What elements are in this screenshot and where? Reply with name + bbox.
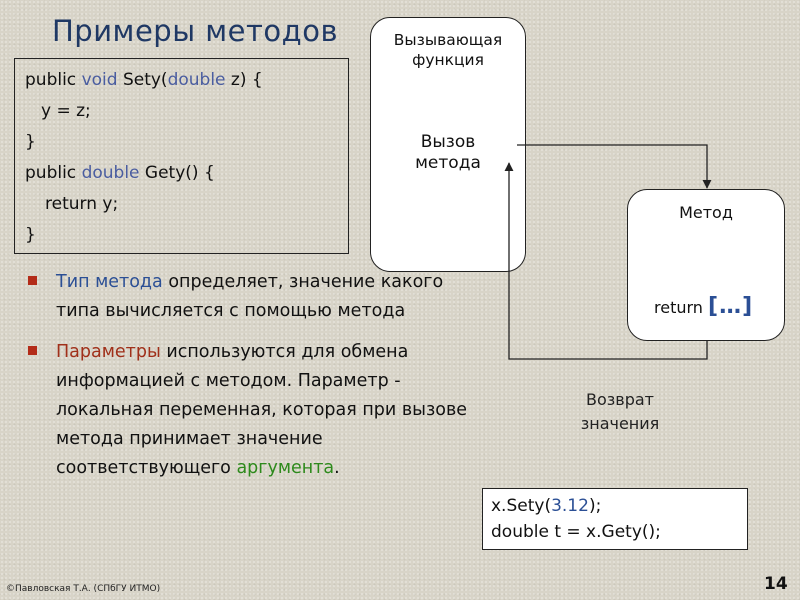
caller-title: Вызывающая функция [371, 30, 525, 70]
bullet-parameters: Параметры используются для обмена информ… [28, 338, 468, 483]
example-line-1: x.Sety(3.12); [491, 493, 747, 519]
bullet-highlight: Тип метода [56, 272, 163, 292]
code-text: Sety( [117, 70, 168, 90]
code-keyword: double [167, 70, 226, 90]
page-number: 14 [764, 574, 788, 594]
code-line-2: y = z; [41, 101, 91, 121]
bullet-marker-icon [28, 276, 37, 285]
return-value-label: Возврат значения [560, 388, 680, 436]
example-line-2: double t = x.Gety(); [491, 522, 661, 542]
return-label-line-2: значения [580, 414, 660, 433]
method-call-line-2: метода [415, 153, 481, 173]
code-text: z) { [225, 70, 263, 90]
footer-copyright: ©Павловская Т.А. (СПбГУ ИТМО) [6, 584, 161, 594]
example-text: x.Sety( [491, 496, 552, 516]
example-text: ); [588, 496, 602, 516]
example-code-box: x.Sety(3.12); double t = x.Gety(); [482, 488, 748, 550]
code-line-5: return y; [45, 194, 119, 214]
code-keyword: double [81, 163, 140, 183]
code-line-4: public double Gety() { [25, 158, 348, 189]
code-keyword: void [81, 70, 118, 90]
bullet-text: используются для обмена информацией с ме… [56, 342, 468, 478]
bullet-marker-icon [28, 346, 37, 355]
return-arrow [504, 162, 708, 360]
bullet-list: Тип метода определяет, значение какого т… [28, 268, 468, 483]
caller-title-line-1: Вызывающая [393, 31, 503, 49]
example-number: 3.12 [551, 496, 589, 516]
bullet-highlight-argument: аргумента [236, 458, 335, 478]
code-text: Gety() { [139, 163, 215, 183]
return-keyword: return [654, 298, 709, 317]
code-line-3: } [25, 132, 36, 152]
bullet-text: определяет, значение какого типа вычисля… [56, 272, 444, 321]
code-text: public [25, 70, 82, 90]
bullet-method-type: Тип метода определяет, значение какого т… [28, 268, 468, 326]
caller-function-box: Вызывающая функция Вызов метода [370, 17, 526, 272]
code-block: public void Sety(double z) { y = z; } pu… [14, 58, 349, 254]
method-title: Метод [679, 203, 733, 222]
return-label-line-1: Возврат [586, 390, 654, 409]
code-line-6: } [25, 225, 36, 245]
code-text: public [25, 163, 82, 183]
method-call-line-1: Вызов [420, 132, 476, 152]
bullet-highlight: Параметры [56, 342, 161, 362]
slide-title: Примеры методов [52, 14, 339, 48]
caller-title-line-2: функция [412, 51, 484, 69]
call-arrow [517, 144, 712, 189]
method-box: Метод return […] [627, 189, 785, 341]
bullet-tail: . [334, 458, 340, 478]
code-line-1: public void Sety(double z) { [25, 65, 348, 96]
method-call-label: Вызов метода [371, 132, 525, 174]
return-value-placeholder: […] [708, 294, 754, 319]
method-return: return […] [654, 294, 753, 319]
